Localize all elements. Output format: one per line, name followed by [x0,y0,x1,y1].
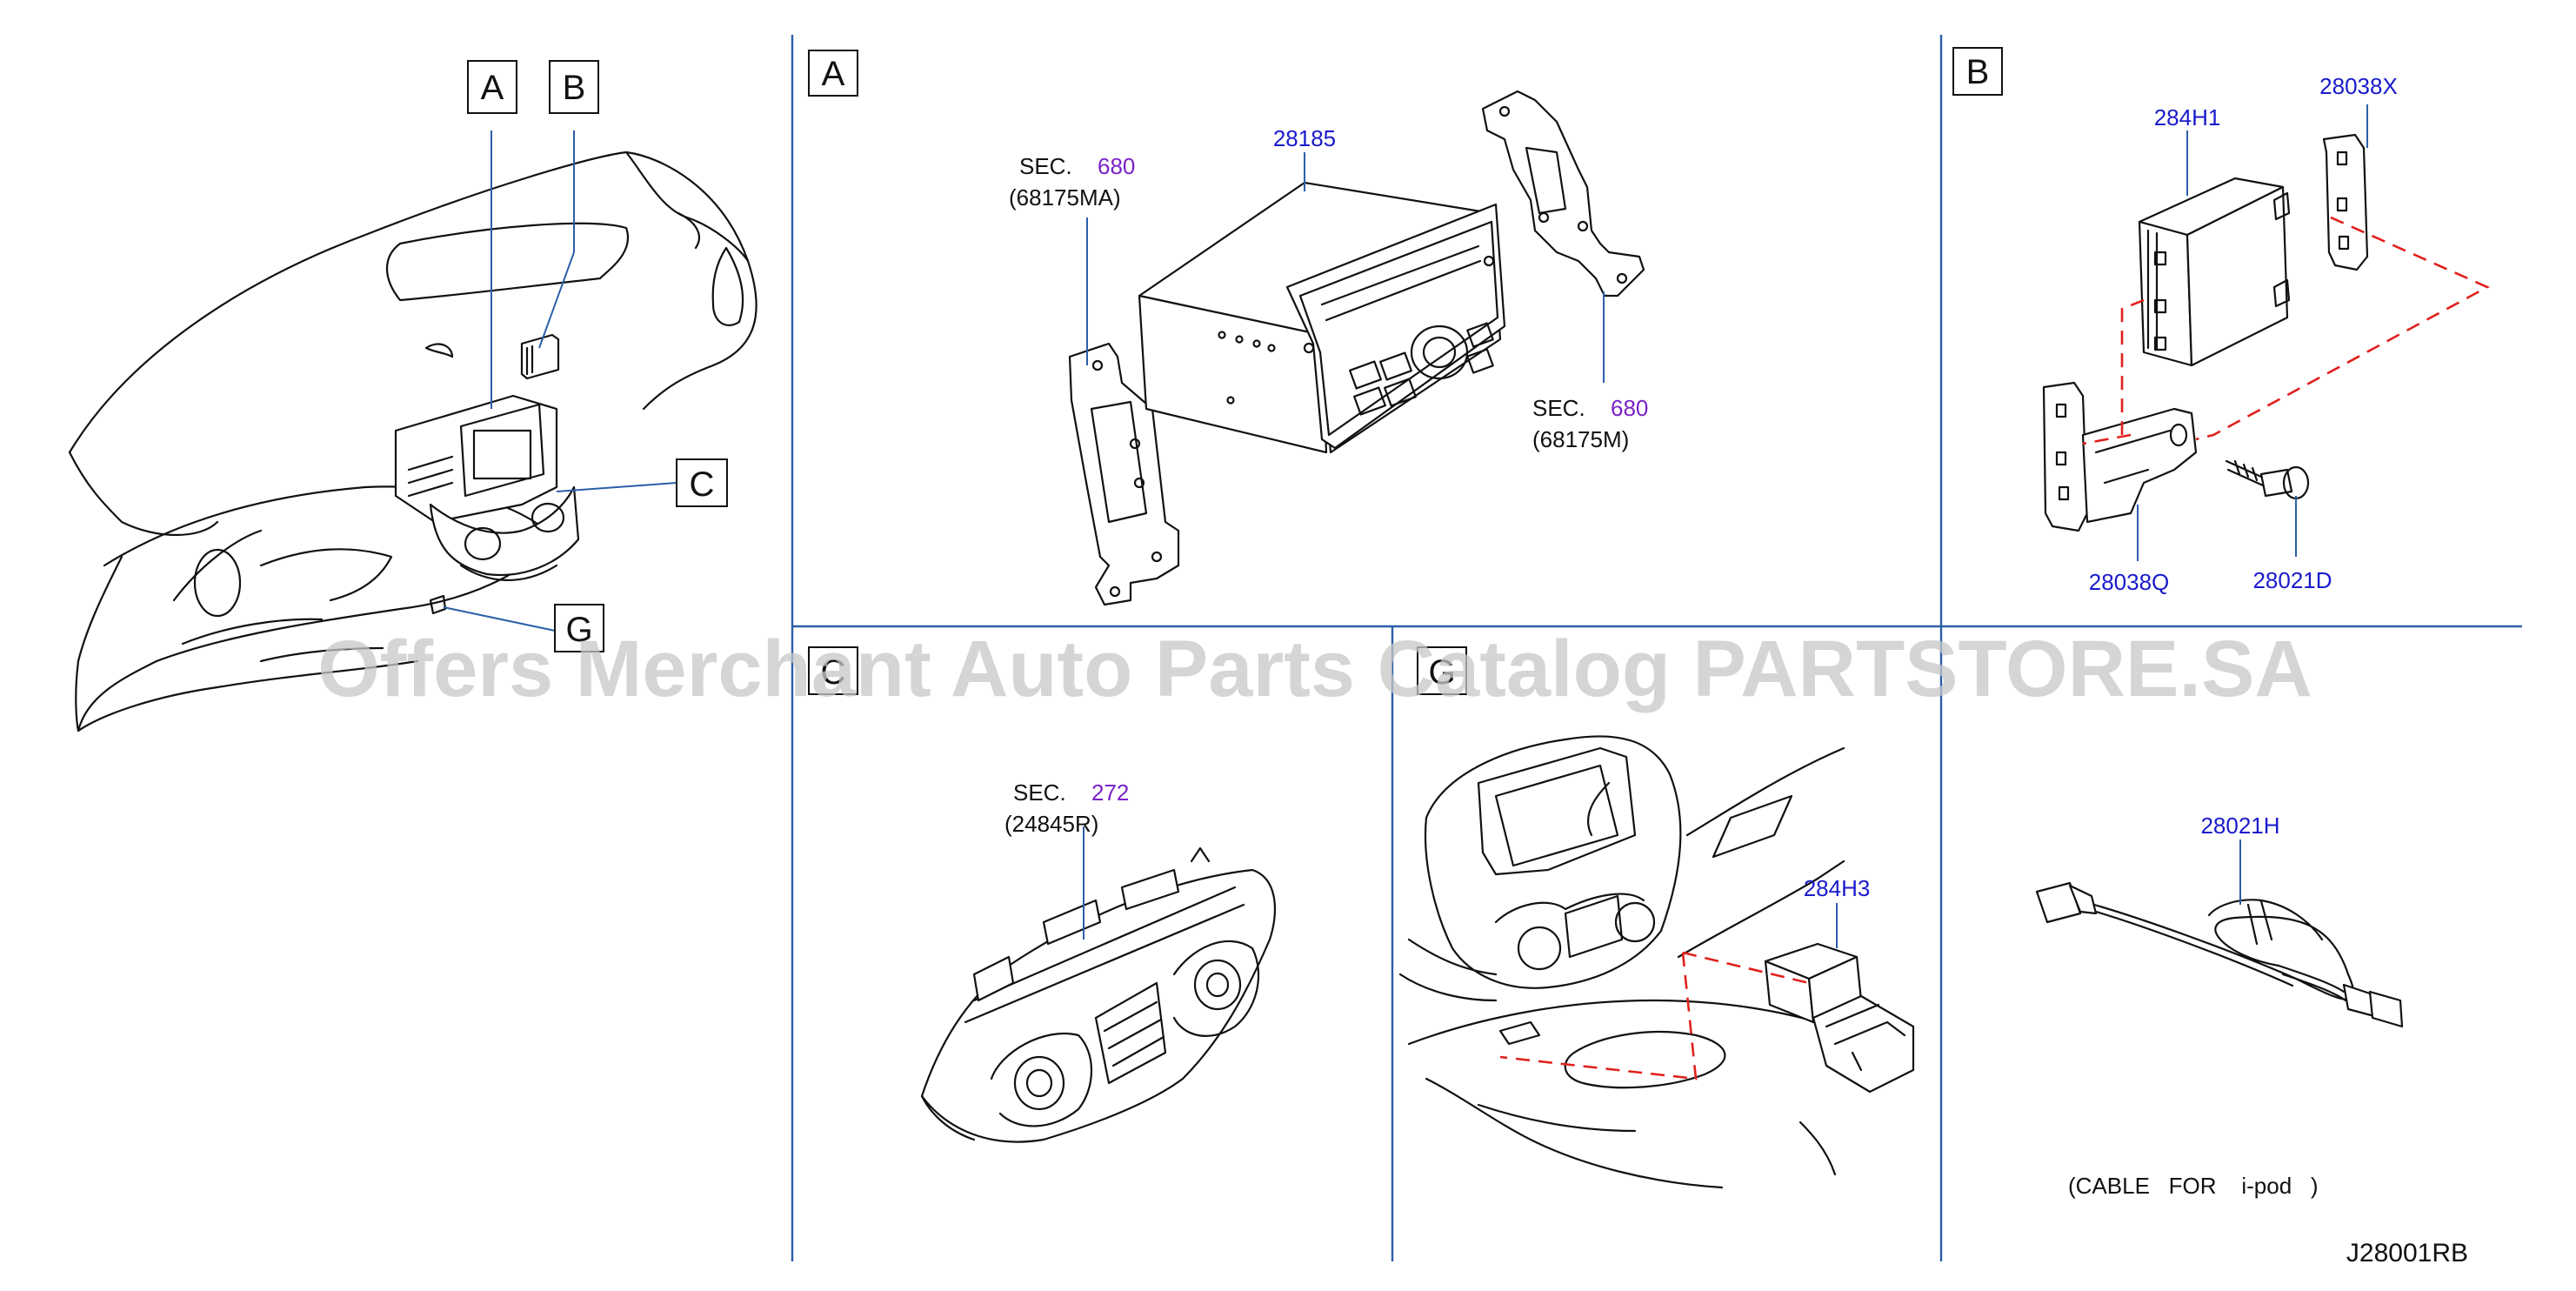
right-bracket-ref: (68175M) [1532,426,1629,452]
console-lower-view [1398,735,1872,1189]
panel-a-label: A [822,55,845,93]
panel-c-ref: (24845R) [1004,811,1098,837]
radio-head-unit [1138,181,1506,454]
radio-part-number[interactable]: 28185 [1273,125,1336,151]
module-284h1 [2138,177,2291,367]
connector-284h3 [1764,942,1915,1094]
bracket-28038q [2042,381,2198,532]
panel-b-assembly-lines [2082,216,2490,445]
left-bracket-sec-label: SEC. [1019,153,1072,179]
callout-overview-g[interactable]: G [554,604,604,652]
callout-overview-a[interactable]: A [467,60,517,114]
module-part-number[interactable]: 284H1 [2154,104,2221,130]
right-bracket-sec-number[interactable]: 680 [1611,395,1648,421]
callout-overview-b[interactable]: B [549,60,599,114]
left-bracket-sec-number[interactable]: 680 [1098,153,1135,179]
panel-c-label: C [821,653,846,692]
ipod-cable [2035,881,2404,1028]
panel-dividers [791,35,2522,1261]
panel-g-label: G [1428,653,1455,692]
panel-b-leaders [2137,104,2368,561]
cable-note: (CABLE FOR i-pod ) [2068,1173,2319,1199]
overview-leaders [443,130,677,632]
panel-g-assembly-lines [1499,951,1810,1080]
panel-g-callout[interactable]: G [1417,646,1467,695]
callout-overview-b-label: B [563,69,586,107]
bracket-68175m [1481,90,1645,298]
watermark: Offers Merchant Auto Parts Catalog PARTS… [317,625,2312,713]
bracket-left-part-number[interactable]: 28038Q [2089,569,2170,595]
callout-overview-a-label: A [481,69,504,107]
diagram-code: J28001RB [2346,1239,2468,1268]
bracket-28038x [2322,133,2369,271]
panel-a-callout[interactable]: A [808,50,858,97]
panel-c-sec-label: SEC. [1013,779,1066,806]
bracket-right-part-number[interactable]: 28038X [2319,73,2398,99]
left-bracket-ref: (68175MA) [1009,184,1121,211]
panel-b-label: B [1966,53,1990,91]
heater-control-panel [920,846,1277,1143]
panel-c-sec-number[interactable]: 272 [1091,779,1129,806]
callout-overview-g-label: G [565,611,592,649]
connector-part-number[interactable]: 284H3 [1804,875,1871,901]
panel-a-leaders [1086,152,1605,383]
panel-c-callout[interactable]: C [808,646,858,695]
panel-b-callout[interactable]: B [1952,47,2003,96]
callout-overview-c[interactable]: C [676,458,728,507]
screw-part-number[interactable]: 28021D [2252,567,2332,593]
cable-part-number[interactable]: 28021H [2200,813,2279,839]
dashboard-overview [68,151,757,732]
screw-28021d [2225,459,2310,500]
callout-overview-c-label: C [690,465,715,504]
right-bracket-sec-label: SEC. [1532,395,1585,421]
